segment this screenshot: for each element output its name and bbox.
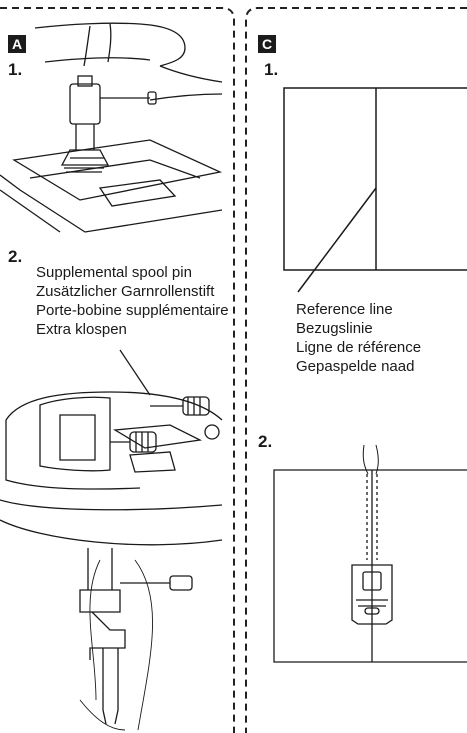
reference-line-labels: Reference line Bezugslinie Ligne de réfé… (296, 300, 421, 376)
panel-c-border (245, 7, 467, 733)
panel-c-step-1: 1. (264, 60, 279, 79)
presser-foot-illustration (0, 22, 223, 233)
twin-needle-illustration (0, 519, 223, 731)
reference-label-fr: Ligne de référence (296, 339, 422, 356)
panel-a-step-2: 2. (8, 247, 23, 266)
fabric-reference-illustration (283, 87, 467, 293)
spool-label-de: Zusätzlicher Garnrollenstift (36, 283, 215, 300)
reference-label-de: Bezugslinie (296, 320, 373, 337)
panel-a-badge: A (8, 35, 26, 53)
spool-pin-illustration (0, 349, 223, 511)
panel-a-step-1: 1. (8, 60, 23, 79)
reference-label-nl: Gepaspelde naad (296, 358, 415, 375)
fabric-stitch-illustration (273, 444, 467, 663)
spool-label-en: Supplemental spool pin (36, 264, 192, 281)
spool-pin-labels: Supplemental spool pin Zusätzlicher Garn… (36, 263, 229, 339)
panel-c-badge: C (258, 35, 276, 53)
panel-a-border (0, 7, 235, 733)
spool-label-nl: Extra klospen (36, 321, 127, 338)
reference-label-en: Reference line (296, 301, 393, 318)
spool-label-fr: Porte-bobine supplémentaire (36, 302, 229, 319)
panel-c-step-2: 2. (258, 432, 273, 451)
